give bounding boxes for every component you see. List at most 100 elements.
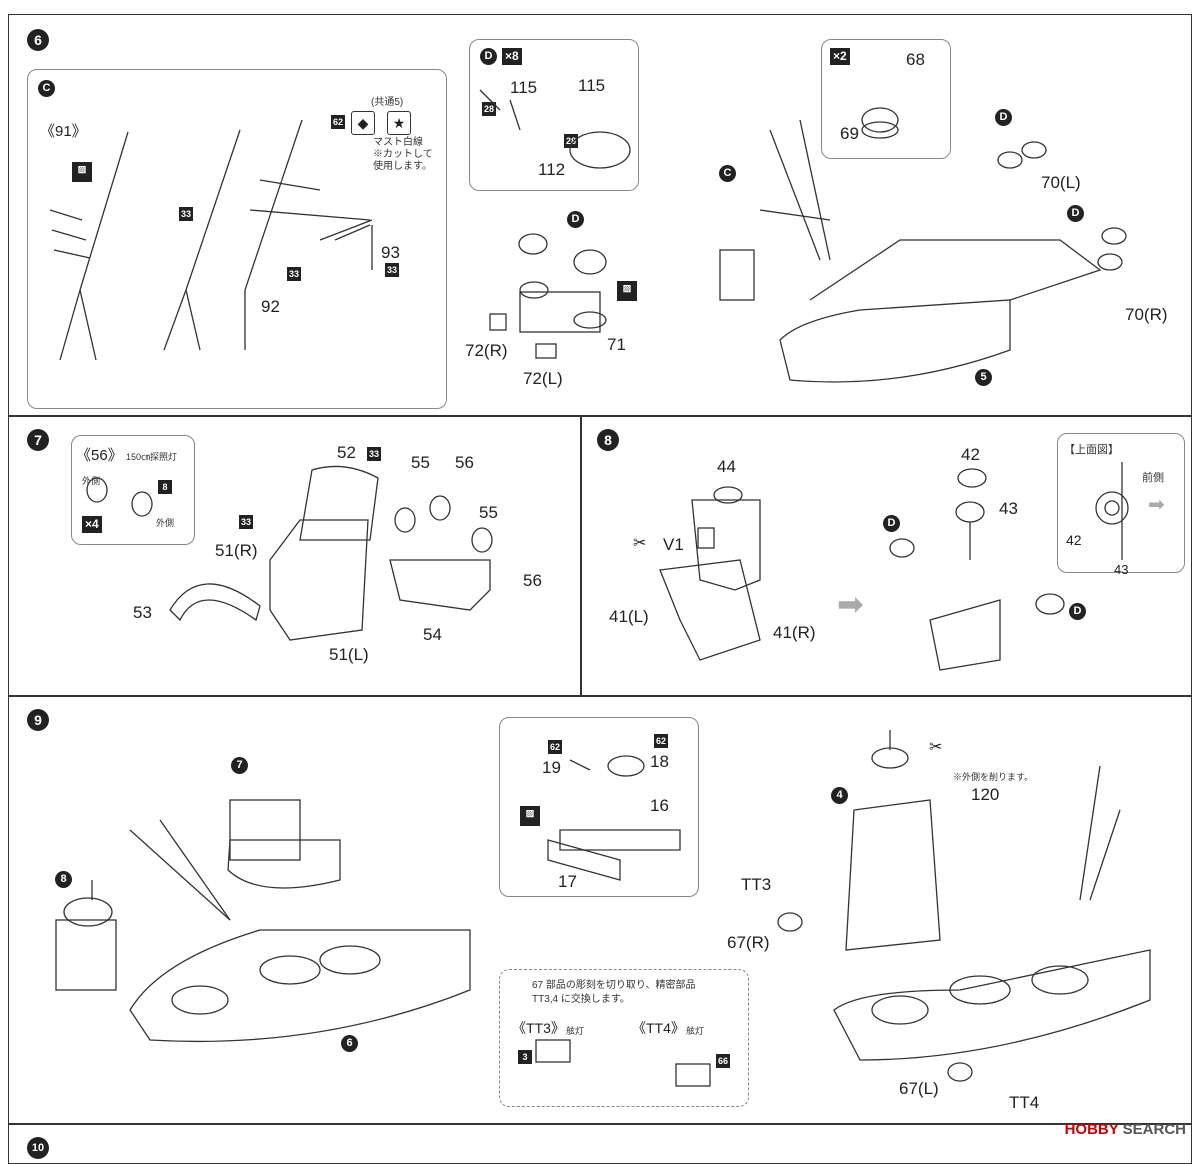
outside-label-2: 外側 bbox=[156, 518, 175, 528]
part-51r-label: 51(R) bbox=[215, 541, 258, 560]
step-number: 8 bbox=[597, 429, 619, 451]
painting-icon-3: ▨ bbox=[520, 806, 540, 826]
tt4-label: TT4 bbox=[1009, 1093, 1040, 1112]
note-line: ※カットして bbox=[373, 149, 433, 160]
color-33-a: 33 bbox=[179, 207, 193, 221]
color-28-b: 28 bbox=[564, 134, 578, 148]
step-6-panel: 6 C 《91》 ▨ 62 ◆ ★ (共通5) マスト白線 ※カットして 使用し… bbox=[8, 14, 1192, 416]
step-7-panel: 7 《56》 150㎝探照灯 外側 外側 8 ×4 52 33 33 55 56… bbox=[8, 416, 582, 696]
part-c-marker-right: C bbox=[719, 165, 736, 182]
note-line: (共通5) bbox=[371, 97, 404, 108]
part-55-a: 55 bbox=[411, 453, 430, 472]
part-68-label: 68 bbox=[906, 50, 925, 69]
part-115-b: 115 bbox=[578, 76, 606, 95]
subpanel-c: C 《91》 ▨ bbox=[27, 69, 447, 409]
step-9-panel: 9 7 8 6 62 62 19 18 16 ▨ 17 4 ✂ ※外側を削ります… bbox=[8, 696, 1192, 1124]
part-16-label: 16 bbox=[650, 796, 669, 815]
part-43-label: 43 bbox=[999, 499, 1018, 518]
part-71-label: 71 bbox=[607, 335, 626, 354]
part-42-label: 42 bbox=[961, 445, 980, 464]
part-52-label: 52 bbox=[337, 443, 356, 462]
color-62-b: 62 bbox=[654, 734, 668, 748]
part-72l-label: 72(L) bbox=[523, 369, 563, 388]
part-53-label: 53 bbox=[133, 603, 152, 622]
part-v1-label: V1 bbox=[663, 535, 684, 554]
multiplier-x4: ×4 bbox=[82, 516, 102, 533]
part-d-marker: D bbox=[480, 48, 497, 65]
step-number: 7 bbox=[27, 429, 49, 451]
topview-42-label: 42 bbox=[1066, 532, 1082, 548]
color-3: 3 bbox=[518, 1050, 532, 1064]
part-d-marker-1: D bbox=[883, 515, 900, 532]
footer-watermark: HOBBY SEARCH bbox=[1065, 1121, 1186, 1138]
cut-icon-2: ✂ bbox=[929, 739, 943, 756]
tt4-title: 《TT4》 bbox=[632, 1020, 685, 1036]
part-72r-label: 72(R) bbox=[465, 341, 508, 360]
note-line: 使用します。 bbox=[373, 161, 432, 172]
outside-shave-note: ※外側を削ります。 bbox=[953, 772, 1034, 782]
part-92-label: 92 bbox=[261, 297, 280, 316]
cut-icon: ✂ bbox=[633, 535, 647, 552]
part-69-label: 69 bbox=[840, 124, 859, 143]
part-41l-label: 41(L) bbox=[609, 607, 649, 626]
tt3-desc: 舷灯 bbox=[566, 1026, 585, 1036]
part-17-label: 17 bbox=[558, 872, 577, 891]
part-d-marker-main: D bbox=[567, 211, 584, 228]
arrow-right-icon: ➡ bbox=[837, 586, 864, 622]
replace-note-2: TT3,4 に交換します。 bbox=[532, 994, 630, 1005]
tt4-desc: 舷灯 bbox=[686, 1026, 705, 1036]
top-view-callout: 【上面図】 前側 ➡ 42 43 bbox=[1057, 433, 1185, 577]
step-5-ref: 5 bbox=[975, 369, 992, 386]
mast-note: (共通5) bbox=[371, 97, 403, 109]
part-d-marker-2: D bbox=[1069, 603, 1086, 620]
part-44-label: 44 bbox=[717, 457, 736, 476]
color-33-a: 33 bbox=[367, 447, 381, 461]
part-70r-label: 70(R) bbox=[1125, 305, 1168, 324]
part-56-a: 56 bbox=[455, 453, 474, 472]
brand-suffix: SEARCH bbox=[1122, 1121, 1186, 1138]
part-54-label: 54 bbox=[423, 625, 442, 644]
color-28-a: 28 bbox=[482, 102, 496, 116]
part-56-b: 56 bbox=[523, 571, 542, 590]
step-number: 9 bbox=[27, 709, 49, 731]
step-number: 6 bbox=[27, 29, 49, 51]
color-62-a: 62 bbox=[548, 740, 562, 754]
part-c-marker: C bbox=[38, 80, 55, 97]
mast-note-2: マスト白線 ※カットして 使用します。 bbox=[373, 137, 433, 173]
color-33-b: 33 bbox=[239, 515, 253, 529]
tt3-label: TT3 bbox=[741, 875, 772, 894]
star-icon: ★ bbox=[387, 111, 411, 135]
tt3-title: 《TT3》 bbox=[512, 1020, 565, 1036]
color-33-c: 33 bbox=[385, 263, 399, 277]
callout-68-69: ×2 68 69 bbox=[821, 39, 951, 159]
arrow-front-icon: ➡ bbox=[1148, 494, 1165, 516]
multiplier-x8: ×8 bbox=[502, 48, 522, 65]
step-7-ref: 7 bbox=[231, 757, 248, 774]
part-51l-label: 51(L) bbox=[329, 645, 369, 664]
part-19-label: 19 bbox=[542, 758, 561, 777]
painting-icon-2: ▨ bbox=[617, 281, 637, 301]
callout-tt-parts: 67 部品の彫刻を切り取り、精密部品 TT3,4 に交換します。 《TT3》 舷… bbox=[499, 969, 749, 1107]
part-d-marker-right-1: D bbox=[995, 109, 1012, 126]
callout-16-19: 62 62 19 18 16 ▨ 17 bbox=[499, 717, 699, 897]
step-8-panel: 8 44 ✂ V1 41(L) 41(R) ➡ 42 43 D D 【上面図】 … bbox=[580, 416, 1192, 696]
assembly-91-label: 《91》 bbox=[40, 123, 87, 140]
part-67r-label: 67(R) bbox=[727, 933, 770, 952]
color-33-b: 33 bbox=[287, 267, 301, 281]
paint-dot-icon: ◆ bbox=[351, 111, 375, 135]
topview-43-label: 43 bbox=[1114, 562, 1129, 577]
step-8-ref: 8 bbox=[55, 871, 72, 888]
callout-d-sprue: D ×8 115 115 28 28 112 bbox=[469, 39, 639, 191]
color-62: 62 bbox=[331, 115, 345, 129]
color-66: 66 bbox=[716, 1054, 730, 1068]
part-d-marker-right-2: D bbox=[1067, 205, 1084, 222]
part-55-b: 55 bbox=[479, 503, 498, 522]
step-4-ref: 4 bbox=[831, 787, 848, 804]
front-label: 前側 bbox=[1142, 472, 1164, 484]
top-view-title: 【上面図】 bbox=[1064, 444, 1119, 456]
assembly-56-desc: 150㎝探照灯 bbox=[126, 452, 178, 462]
brand-name: HOBBY bbox=[1064, 1121, 1119, 1138]
assembly-56: 《56》 bbox=[76, 447, 123, 464]
part-70l-label: 70(L) bbox=[1041, 173, 1081, 192]
